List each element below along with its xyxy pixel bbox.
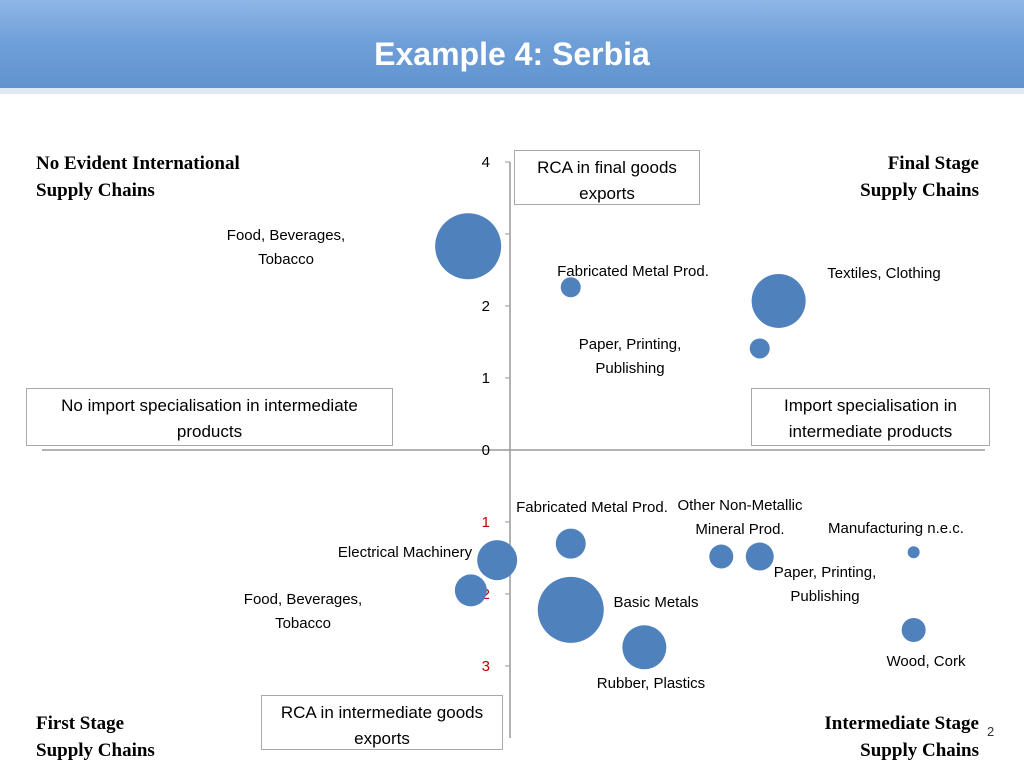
bubble-label: Basic Metals — [613, 594, 698, 611]
bubble — [745, 542, 774, 571]
bubble-label: Paper, Printing,Publishing — [579, 336, 682, 377]
bubble-label: Manufacturing n.e.c. — [828, 520, 964, 537]
bubble-label: Fabricated Metal Prod. — [557, 263, 709, 280]
import-specialisation-box: Import specialisation in intermediate pr… — [751, 388, 990, 446]
bubble — [907, 546, 920, 559]
banner-divider — [0, 88, 1024, 94]
bubble-label: Electrical Machinery — [338, 544, 473, 561]
title-banner — [0, 0, 1024, 94]
bubble — [537, 576, 604, 643]
quadrant-label-top-right: Final Stage Supply Chains — [860, 153, 979, 201]
quadrant-label-bottom-left: First Stage Supply Chains — [36, 713, 155, 761]
y-tick-label: 4 — [482, 154, 490, 171]
quadrant-label-top-left: No Evident International Supply Chains — [36, 153, 240, 201]
bubble-label: Food, Beverages,Tobacco — [227, 227, 345, 268]
bubble — [709, 544, 734, 569]
bubble — [560, 277, 581, 298]
rca-final-goods-box: RCA in final goods exports — [514, 150, 700, 205]
y-tick-label: 0 — [482, 442, 490, 459]
y-tick-label: 3 — [482, 658, 490, 675]
quadrant-label-bottom-right: Intermediate Stage Supply Chains — [824, 713, 979, 761]
bubble — [454, 574, 487, 607]
page-title: Example 4: Serbia — [374, 36, 650, 72]
bubble-label: Rubber, Plastics — [597, 675, 705, 692]
bubble-label: Fabricated Metal Prod. — [516, 499, 668, 516]
bubble — [901, 618, 926, 642]
bubble-label: Food, Beverages,Tobacco — [244, 591, 362, 632]
bubble — [435, 213, 502, 280]
bubble — [622, 625, 667, 670]
rca-intermediate-goods-box: RCA in intermediate goods exports — [261, 695, 503, 750]
bubble-label: Textiles, Clothing — [827, 265, 940, 282]
y-tick-label: 2 — [482, 298, 490, 315]
bubble-label: Paper, Printing,Publishing — [774, 564, 877, 605]
bubble — [477, 540, 518, 581]
bubble — [749, 338, 770, 359]
page-number: 2 — [987, 724, 995, 739]
no-import-specialisation-box: No import specialisation in intermediate… — [26, 388, 393, 446]
y-tick-label: 1 — [482, 514, 490, 531]
bubble — [555, 528, 586, 559]
y-tick-label: 1 — [482, 370, 490, 387]
bubble — [751, 273, 806, 328]
bubble-label: Wood, Cork — [887, 653, 966, 670]
